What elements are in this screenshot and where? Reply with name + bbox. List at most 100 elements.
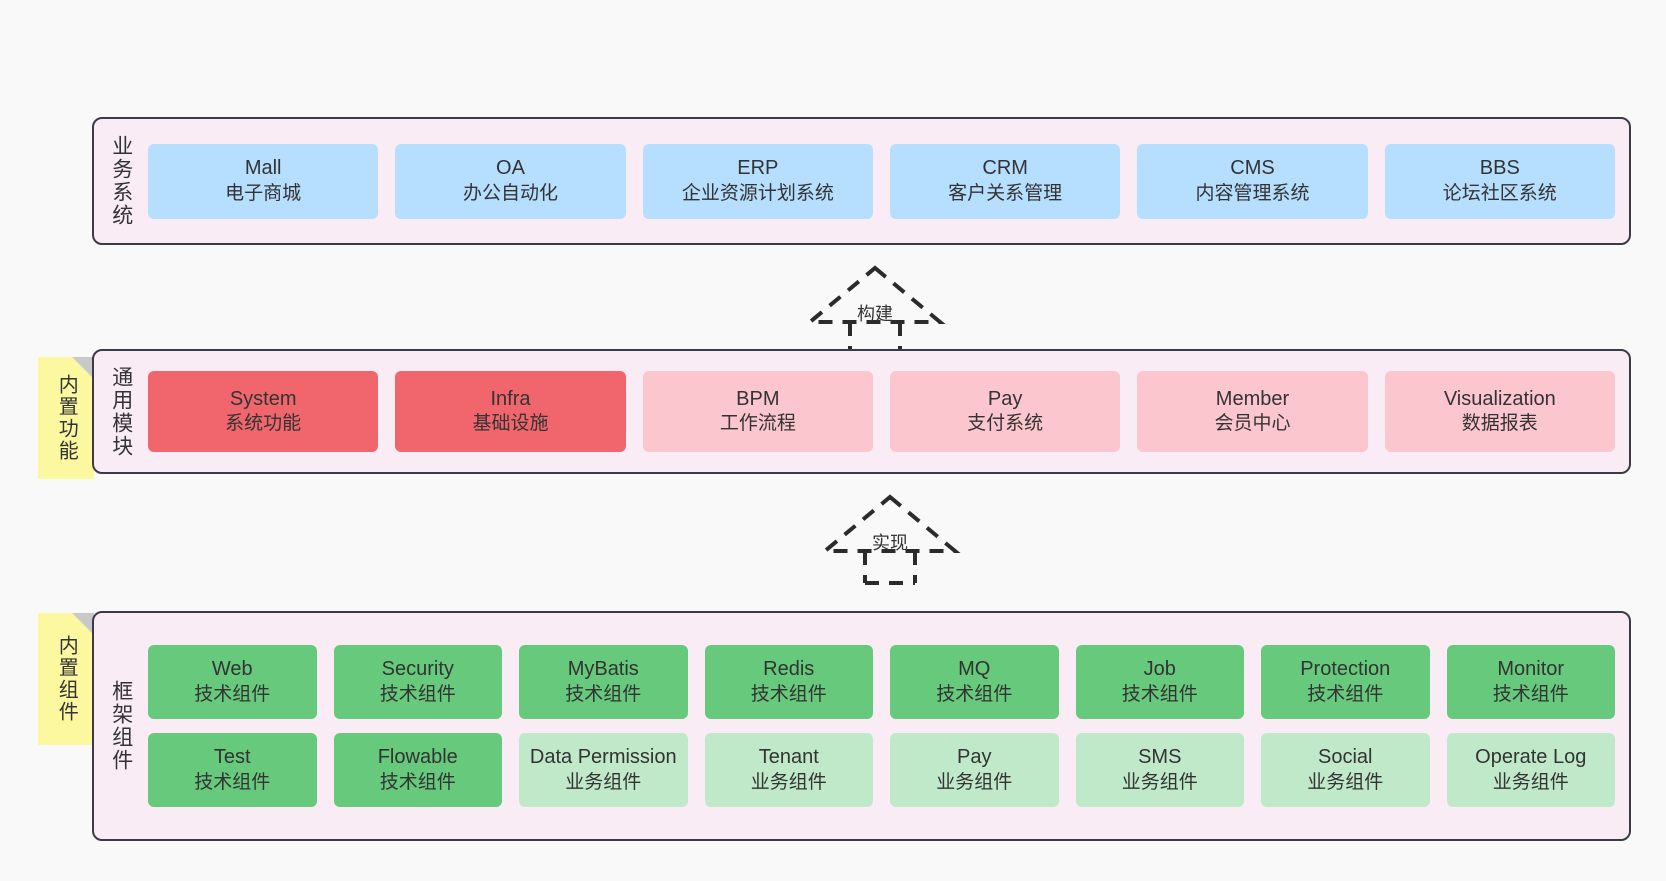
- layer-body-common-module: System 系统功能 Infra 基础设施 BPM 工作流程 Pay 支付系统…: [148, 351, 1629, 472]
- node-visualization[interactable]: Visualization 数据报表: [1384, 371, 1615, 452]
- node-title-cn: 系统功能: [225, 413, 302, 435]
- node-test[interactable]: Test 技术组件: [148, 733, 317, 807]
- node-title-en: BPM: [736, 387, 780, 410]
- node-bbs[interactable]: BBS 论坛社区系统: [1384, 143, 1615, 219]
- node-title-en: MyBatis: [567, 658, 639, 681]
- node-title-en: Infra: [490, 387, 531, 410]
- node-operate-log[interactable]: Operate Log 业务组件: [1446, 733, 1615, 807]
- node-mall[interactable]: Mall 电子商城: [148, 143, 379, 219]
- layer-common-module: 通用模块 System 系统功能 Infra 基础设施 BPM 工作流程 Pay…: [92, 349, 1631, 474]
- node-title-en: Flowable: [377, 746, 458, 769]
- node-title-cn: 技术组件: [379, 683, 456, 705]
- node-row: Test 技术组件 Flowable 技术组件 Data Permission …: [148, 733, 1615, 807]
- node-title-en: MQ: [958, 658, 991, 681]
- node-title-cn: 工作流程: [719, 413, 796, 435]
- node-title-cn: 业务组件: [565, 771, 642, 793]
- node-title-cn: 数据报表: [1461, 413, 1538, 435]
- node-title-cn: 技术组件: [565, 683, 642, 705]
- node-title-en: CMS: [1230, 157, 1275, 180]
- node-title-cn: 业务组件: [1307, 771, 1384, 793]
- node-title-en: Redis: [763, 658, 815, 681]
- node-web[interactable]: Web 技术组件: [148, 645, 317, 719]
- note-label: 内置组件: [55, 635, 78, 723]
- note-fold-corner-icon: [72, 613, 94, 635]
- node-crm[interactable]: CRM 客户关系管理: [889, 143, 1121, 219]
- node-security[interactable]: Security 技术组件: [333, 645, 502, 719]
- node-title-en: OA: [496, 157, 525, 180]
- node-title-en: Member: [1215, 387, 1290, 410]
- node-title-cn: 技术组件: [750, 683, 827, 705]
- node-title-en: System: [229, 387, 297, 410]
- layer-body-framework-component: Web 技术组件 Security 技术组件 MyBatis 技术组件 Redi…: [148, 613, 1629, 839]
- node-title-cn: 企业资源计划系统: [681, 182, 834, 204]
- node-mq[interactable]: MQ 技术组件: [890, 645, 1059, 719]
- node-title-en: Pay: [987, 387, 1023, 410]
- node-title-en: Tenant: [758, 746, 819, 769]
- node-title-en: Social: [1318, 746, 1373, 769]
- node-pay-module[interactable]: Pay 支付系统: [889, 371, 1121, 452]
- node-member[interactable]: Member 会员中心: [1137, 371, 1368, 452]
- node-pay-component[interactable]: Pay 业务组件: [890, 733, 1059, 807]
- layer-title-business-system: 业务系统: [109, 135, 133, 227]
- node-title-cn: 技术组件: [936, 683, 1013, 705]
- node-title-en: SMS: [1138, 746, 1182, 769]
- node-title-en: Job: [1143, 658, 1176, 681]
- node-row: System 系统功能 Infra 基础设施 BPM 工作流程 Pay 支付系统…: [148, 371, 1615, 452]
- node-oa[interactable]: OA 办公自动化: [395, 143, 626, 219]
- node-protection[interactable]: Protection 技术组件: [1261, 645, 1430, 719]
- node-title-cn: 技术组件: [194, 771, 271, 793]
- connector-implement-label: 实现: [872, 533, 908, 553]
- note-built-in-function: 内置功能: [38, 357, 94, 479]
- node-title-cn: 办公自动化: [462, 182, 558, 204]
- layer-body-business-system: Mall 电子商城 OA 办公自动化 ERP 企业资源计划系统 CRM 客户关系…: [148, 119, 1629, 243]
- note-built-in-component: 内置组件: [38, 613, 94, 745]
- node-title-cn: 论坛社区系统: [1442, 182, 1557, 204]
- node-title-en: Security: [381, 658, 454, 681]
- node-title-en: ERP: [737, 157, 779, 180]
- node-monitor[interactable]: Monitor 技术组件: [1446, 645, 1615, 719]
- node-system[interactable]: System 系统功能: [148, 371, 379, 452]
- layer-framework-component: 框架组件 Web 技术组件 Security 技术组件 MyBatis 技术组件…: [92, 611, 1631, 841]
- node-title-cn: 业务组件: [1121, 771, 1198, 793]
- layer-business-system: 业务系统 Mall 电子商城 OA 办公自动化 ERP 企业资源计划系统 CRM…: [92, 117, 1631, 245]
- node-flowable[interactable]: Flowable 技术组件: [333, 733, 502, 807]
- node-tenant[interactable]: Tenant 业务组件: [704, 733, 873, 807]
- node-social[interactable]: Social 业务组件: [1261, 733, 1430, 807]
- layer-title-common-module: 通用模块: [109, 365, 133, 458]
- node-infra[interactable]: Infra 基础设施: [395, 371, 626, 452]
- node-erp[interactable]: ERP 企业资源计划系统: [642, 143, 873, 219]
- node-row: Web 技术组件 Security 技术组件 MyBatis 技术组件 Redi…: [148, 645, 1615, 719]
- node-data-permission[interactable]: Data Permission 业务组件: [519, 733, 688, 807]
- connector-build: 构建: [795, 262, 955, 356]
- node-title-en: Mall: [244, 157, 282, 180]
- node-title-en: CRM: [982, 157, 1028, 180]
- node-title-cn: 客户关系管理: [948, 182, 1063, 204]
- node-mybatis[interactable]: MyBatis 技术组件: [519, 645, 688, 719]
- node-bpm[interactable]: BPM 工作流程: [642, 371, 873, 452]
- node-cms[interactable]: CMS 内容管理系统: [1137, 143, 1368, 219]
- node-title-en: Protection: [1300, 658, 1391, 681]
- node-redis[interactable]: Redis 技术组件: [704, 645, 873, 719]
- node-title-cn: 技术组件: [194, 683, 271, 705]
- node-title-en: Operate Log: [1475, 746, 1587, 769]
- node-title-cn: 内容管理系统: [1195, 182, 1310, 204]
- layer-title-framework-component: 框架组件: [109, 680, 133, 772]
- node-title-cn: 基础设施: [472, 413, 549, 435]
- node-sms[interactable]: SMS 业务组件: [1075, 733, 1244, 807]
- node-job[interactable]: Job 技术组件: [1075, 645, 1244, 719]
- node-title-en: Pay: [957, 746, 992, 769]
- node-title-cn: 技术组件: [379, 771, 456, 793]
- node-title-cn: 业务组件: [750, 771, 827, 793]
- node-title-cn: 技术组件: [1121, 683, 1198, 705]
- node-title-cn: 业务组件: [936, 771, 1013, 793]
- node-title-cn: 电子商城: [225, 182, 302, 204]
- node-title-en: BBS: [1479, 157, 1520, 180]
- note-fold-corner-icon: [72, 357, 94, 379]
- node-title-cn: 会员中心: [1214, 413, 1291, 435]
- node-title-cn: 业务组件: [1492, 771, 1569, 793]
- node-title-en: Web: [211, 658, 253, 681]
- connector-implement: 实现: [810, 491, 970, 585]
- node-title-en: Monitor: [1497, 658, 1565, 681]
- realization-arrow-icon: [819, 494, 961, 585]
